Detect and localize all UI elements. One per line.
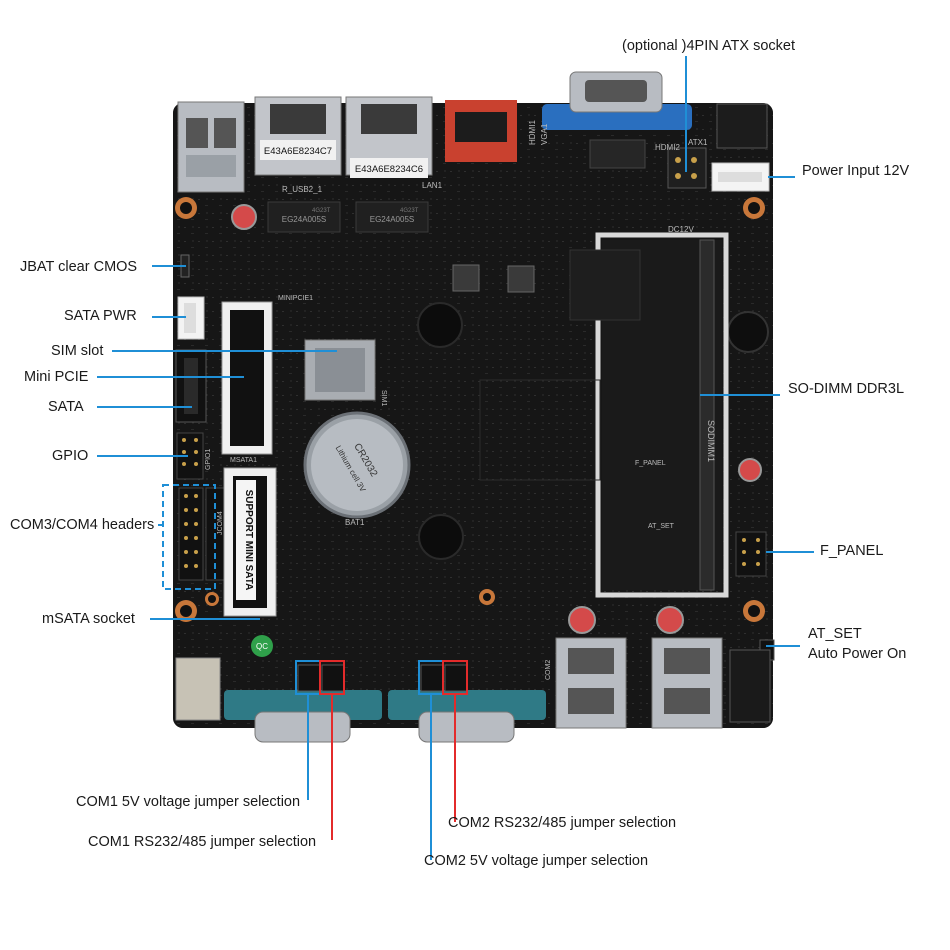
dc12v-mark: DC12V [668, 225, 694, 234]
msata-mark: MSATA1 [230, 457, 257, 464]
com34-headers: JCOM4 [178, 487, 225, 581]
label-com2-rs: COM2 RS232/485 jumper selection [448, 815, 677, 831]
qc-mark: QC [256, 642, 268, 651]
cmos-battery: CR2032 Lithium cell 3V BAT1 [303, 411, 411, 527]
com1-port [224, 690, 382, 743]
usb-stack-top-left [177, 101, 245, 193]
lan-port-1: E43A6E8234C7 [254, 96, 342, 176]
com34-highlight [162, 484, 216, 590]
label-sata-pwr: SATA PWR [64, 308, 137, 324]
sodimm-mark: SODIMM1 [706, 420, 716, 462]
audio-jack [729, 649, 771, 723]
mac-label-2: E43A6E8234C6 [355, 164, 423, 175]
dc-jack-bottom [175, 657, 221, 721]
sata-connector [175, 349, 207, 423]
power-input-connector [711, 162, 770, 192]
hdmi-port-2 [589, 139, 646, 169]
hdmi2-mark: HDMI2 [655, 143, 680, 152]
lan-chip-sub-1: 4G23T [312, 208, 331, 214]
label-sata: SATA [48, 399, 84, 415]
label-msata: mSATA socket [42, 611, 135, 627]
qc-sticker: QC [251, 635, 273, 657]
lan-chip-mark-2: EG24A005S [370, 215, 414, 224]
mounting-holes [175, 197, 765, 622]
atx1-mark: ATX1 [688, 138, 708, 147]
jcom-mark: JCOM4 [217, 511, 224, 535]
usb-ports-bottom [555, 637, 723, 729]
com2-jumpers [418, 660, 468, 695]
label-mini-pcie: Mini PCIE [24, 369, 89, 385]
com1-jumpers [295, 660, 345, 695]
label-at-set: AT_SET [808, 626, 862, 642]
label-com2-5v: COM2 5V voltage jumper selection [424, 853, 649, 869]
com2-mark: COM2 [545, 660, 552, 680]
mac-label-1: E43A6E8234C7 [264, 146, 332, 157]
gpio-header: GPIO1 [176, 432, 212, 480]
label-gpio: GPIO [52, 448, 89, 464]
label-com34: COM3/COM4 headers [10, 517, 155, 533]
hdmi-port-1 [445, 100, 517, 162]
com2-port: COM2 [388, 660, 552, 743]
lan-port-2: E43A6E8234C6 [345, 96, 433, 178]
minipcie-mark: MINIPCIE1 [278, 295, 313, 302]
cpu-area [479, 249, 641, 481]
capacitors [231, 204, 762, 634]
vga1-mark: VGA1 [540, 123, 549, 145]
hdmi1-mark: HDMI1 [528, 120, 537, 145]
msata-slot: SUPPORT MINI SATA MSATA1 [223, 457, 277, 617]
label-auto-power-on: Auto Power On [808, 646, 907, 662]
lan-chips: EG24A005S EG24A005S 4G23T 4G23T [267, 201, 429, 233]
label-power-input: Power Input 12V [802, 163, 910, 179]
bat1-mark: BAT1 [345, 518, 365, 527]
usb-mark: R_USB2_1 [282, 185, 323, 194]
label-sim-slot: SIM slot [51, 343, 104, 359]
f-panel-header: F_PANEL [635, 460, 767, 577]
leader-lines [97, 56, 814, 860]
vga-port [542, 71, 692, 130]
sim-slot: SIM1 [304, 339, 387, 406]
leader-lines-red [331, 694, 456, 840]
at-set-mark: AT_SET [648, 523, 675, 530]
label-jbat: JBAT clear CMOS [20, 259, 138, 275]
label-sodimm: SO-DIMM DDR3L [788, 381, 905, 397]
label-atx-socket: (optional )4PIN ATX socket [622, 38, 796, 54]
lan1-mark: LAN1 [422, 181, 443, 190]
gpio-mark: GPIO1 [205, 448, 212, 470]
lan-chip-mark-1: EG24A005S [282, 215, 326, 224]
label-com1-rs: COM1 RS232/485 jumper selection [88, 834, 317, 850]
support-mini-sata: SUPPORT MINI SATA [243, 490, 254, 591]
lan-chip-sub-2: 4G23T [400, 208, 419, 214]
motherboard: E43A6E8234C7 E43A6E8234C6 [162, 71, 775, 743]
f-panel-mark: F_PANEL [635, 460, 666, 467]
sim-mark: SIM1 [380, 390, 387, 406]
label-f-panel: F_PANEL [820, 543, 884, 559]
label-com1-5v: COM1 5V voltage jumper selection [76, 794, 301, 810]
dc-jack-top [716, 103, 768, 149]
